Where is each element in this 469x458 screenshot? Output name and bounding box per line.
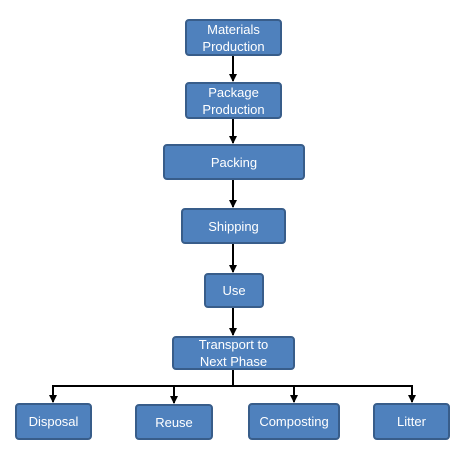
node-package-production: Package Production — [185, 82, 282, 119]
node-use: Use — [204, 273, 264, 308]
node-composting: Composting — [248, 403, 340, 440]
node-shipping: Shipping — [181, 208, 286, 244]
node-materials-production: Materials Production — [185, 19, 282, 56]
node-litter: Litter — [373, 403, 450, 440]
node-disposal: Disposal — [15, 403, 92, 440]
node-packing: Packing — [163, 144, 305, 180]
node-reuse: Reuse — [135, 404, 213, 440]
node-transport-to-next-phase: Transport to Next Phase — [172, 336, 295, 370]
